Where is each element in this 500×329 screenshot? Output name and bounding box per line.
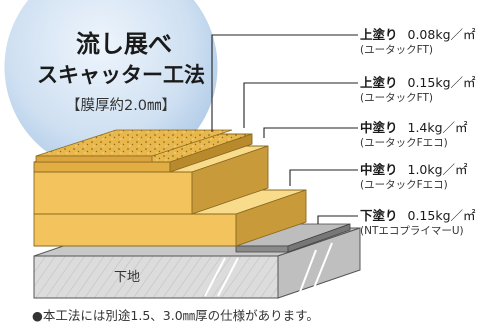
layer-amount: 1.4kg／㎡: [408, 120, 469, 135]
svg-text:下塗り 0.15kg／㎡: 下塗り 0.15kg／㎡: [360, 208, 476, 223]
svg-text:中塗り 1.0kg／㎡: 中塗り 1.0kg／㎡: [360, 162, 468, 177]
layer-label-2: 上塗り 0.15kg／㎡ (ユータックFT): [360, 75, 476, 104]
layer-amount: 0.15kg／㎡: [408, 208, 477, 223]
svg-text:上塗り 0.08kg／㎡: 上塗り 0.08kg／㎡: [360, 27, 476, 42]
leader-line-2: [243, 82, 358, 128]
title-line-2: スキャッター工法: [37, 63, 205, 87]
top-coat-2: [35, 129, 233, 163]
layer-name: 下塗り: [360, 208, 398, 223]
layer-label-5: 下塗り 0.15kg／㎡ (NTエコプライマーU): [360, 208, 476, 237]
layer-name: 上塗り: [360, 75, 398, 90]
svg-text:上塗り 0.15kg／㎡: 上塗り 0.15kg／㎡: [360, 75, 476, 90]
layer-amount: 0.15kg／㎡: [408, 75, 477, 90]
substrate-side: [277, 227, 361, 299]
layer-amount: 0.08kg／㎡: [408, 27, 477, 42]
title-line-3: 【膜厚約2.0㎜】: [66, 97, 176, 114]
leader-lines: [211, 34, 358, 224]
layer-label-1: 上塗り 0.08kg／㎡ (ユータックFT): [360, 27, 476, 56]
layer-name: 上塗り: [360, 27, 398, 42]
leader-line-4: [289, 169, 358, 186]
layer-label-3: 中塗り 1.4kg／㎡ (ユータックFエコ): [360, 120, 468, 149]
layer-material: (ユータックFT): [360, 92, 433, 104]
layer-labels: 上塗り 0.08kg／㎡ (ユータックFT) 上塗り 0.15kg／㎡ (ユータ…: [360, 27, 476, 237]
leader-line-5: [317, 215, 358, 224]
primer-layer: [235, 223, 351, 253]
footnote: ●本工法には別途1.5、3.0㎜厚の仕様があります。: [32, 308, 319, 323]
layer-name: 中塗り: [360, 120, 398, 135]
layer-amount: 1.0kg／㎡: [408, 162, 469, 177]
layer-name: 中塗り: [360, 162, 398, 177]
leader-line-3: [263, 127, 358, 138]
substrate-label: 下地: [114, 270, 140, 285]
layer-material: (ユータックFT): [360, 44, 433, 56]
title-line-1: 流し展べ: [76, 30, 172, 58]
substrate-front: [33, 255, 279, 299]
layer-label-4: 中塗り 1.0kg／㎡ (ユータックFエコ): [360, 162, 468, 191]
layer-material: (NTエコプライマーU): [360, 225, 464, 237]
svg-text:中塗り 1.4kg／㎡: 中塗り 1.4kg／㎡: [360, 120, 468, 135]
layer-material: (ユータックFエコ): [360, 137, 448, 149]
layer-material: (ユータックFエコ): [360, 179, 448, 191]
leader-line-1: [211, 34, 358, 132]
